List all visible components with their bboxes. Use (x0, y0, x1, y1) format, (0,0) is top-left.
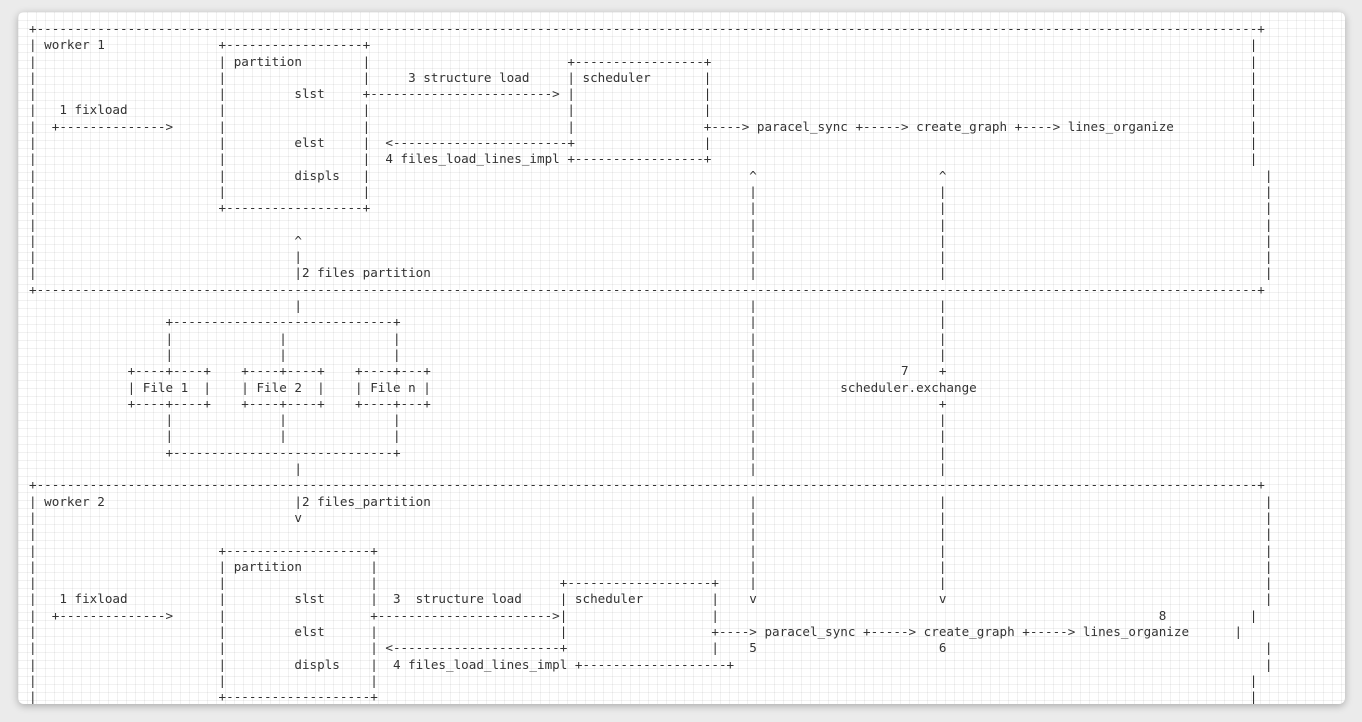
diagram-line: | | elst | | +----> paracel_sync +----->… (29, 623, 1243, 639)
diagram-line: | | | | (29, 672, 1258, 688)
diagram-line: | | | | | (29, 330, 947, 346)
diagram-line: | +--------------> | | | +----> paracel_… (29, 118, 1258, 134)
diagram-line: +-----------------------------+ | | (29, 314, 947, 330)
diagram-canvas: +---------------------------------------… (18, 12, 1345, 704)
diagram-line: +----+----+ +----+----+ +----+---+ | + (29, 395, 947, 411)
diagram-line: +----+----+ +----+----+ +----+---+ | 7 + (29, 363, 947, 379)
diagram-line: | | elst | <-----------------------+ | | (29, 135, 1258, 151)
diagram-line: +---------------------------------------… (29, 477, 1265, 493)
diagram-line: | +------------------+ | | | (29, 200, 1273, 216)
diagram-line: +---------------------------------------… (29, 281, 1265, 297)
diagram-line: | ^ | | | (29, 232, 1273, 248)
diagram-line: | | | | (29, 526, 1273, 542)
diagram-line: | | | | | (29, 249, 1273, 265)
diagram-line: | | slst +------------------------> | | … (29, 86, 1258, 102)
diagram-line: | File 1 | | File 2 | | File n | | sched… (29, 379, 977, 395)
diagram-line: | | | 4 files_load_lines_impl +---------… (29, 151, 1258, 167)
diagram-line: | 1 fixload | slst | 3 structure load | … (29, 591, 1273, 607)
diagram-line: | v | | | (29, 509, 1273, 525)
diagram-line: | | | +-------------------+ | | | (29, 575, 1273, 591)
diagram-line: | | | | | (29, 428, 947, 444)
diagram-line: | | displs | ^ ^ | (29, 167, 1273, 183)
diagram-line: | | partition | | | | (29, 558, 1273, 574)
diagram-line: | | | (29, 461, 947, 477)
diagram-line: | | | (29, 298, 947, 314)
diagram-line: | +--------------> | +------------------… (29, 607, 1258, 623)
diagram-line: | 1 fixload | | | | | (29, 102, 1258, 118)
diagram-line: | +-------------------+ | | | (29, 542, 1273, 558)
diagram-line: | | | 3 structure load | scheduler | | (29, 69, 1258, 85)
diagram-line: | | | | | | (29, 183, 1273, 199)
diagram-line: | worker 2 |2 files_partition | | | (29, 493, 1273, 509)
diagram-line: | | | | | (29, 412, 947, 428)
diagram-line: | | | | (29, 216, 1273, 232)
diagram-line: | | | | | (29, 346, 947, 362)
diagram-line: | | displs | 4 files_load_lines_impl +--… (29, 656, 1273, 672)
diagram-line: | |2 files partition | | | (29, 265, 1273, 281)
ascii-diagram: +---------------------------------------… (29, 21, 1272, 704)
diagram-line: | | partition | +-----------------+ | (29, 53, 1258, 69)
diagram-line: +---------------------------------------… (29, 21, 1265, 36)
diagram-line: | | | <----------------------+ | 5 6 | (29, 640, 1273, 656)
diagram-line: +-----------------------------+ | | (29, 444, 947, 460)
diagram-line: | worker 1 +------------------+ | (29, 37, 1258, 53)
diagram-line: | +-------------------+ | (29, 689, 1258, 704)
